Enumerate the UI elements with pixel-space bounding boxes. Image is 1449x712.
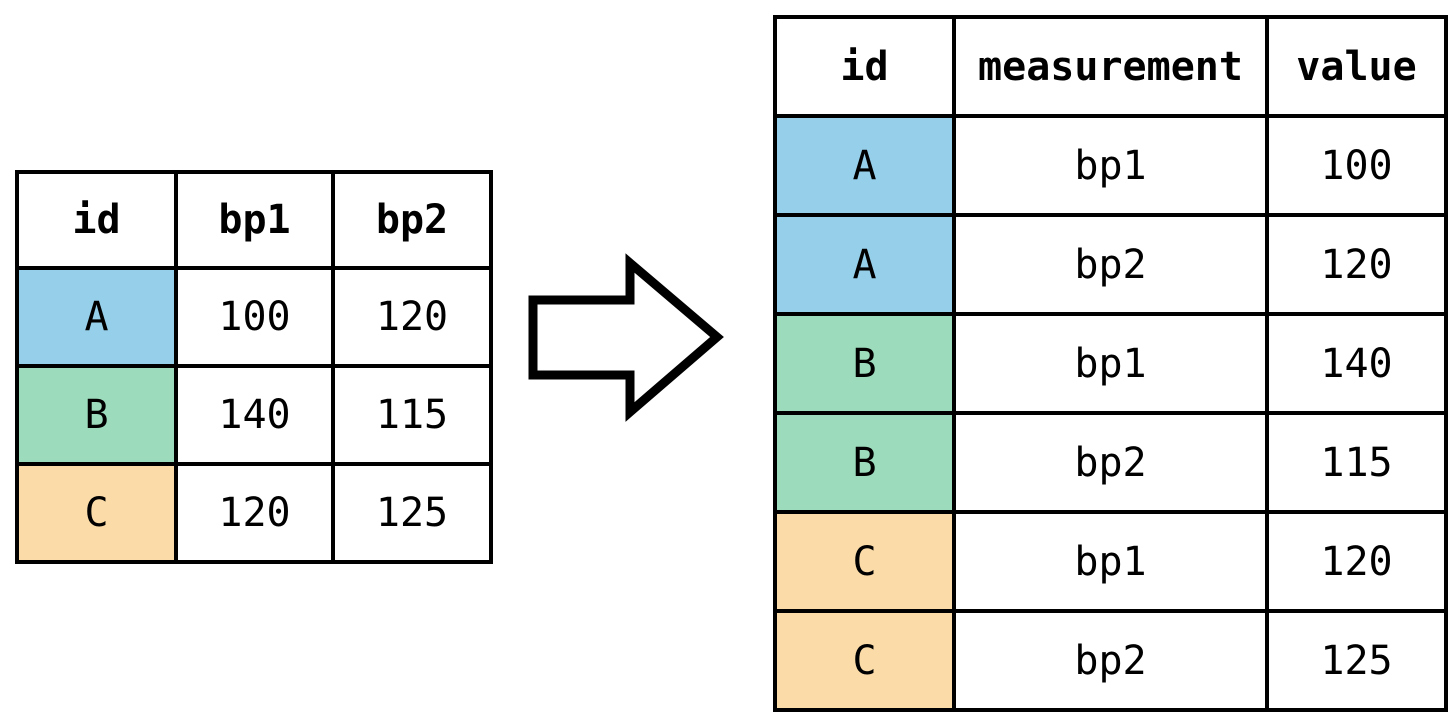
wide-cell-bp1-c: 120: [174, 462, 335, 564]
long-cell-measurement-row5: bp1: [952, 510, 1269, 613]
long-header-value: value: [1265, 15, 1448, 118]
long-cell-measurement-row4: bp2: [952, 411, 1269, 514]
wide-cell-bp2-b: 115: [331, 364, 493, 466]
arrow-shape: [528, 253, 724, 422]
wide-cell-id-b: B: [15, 364, 178, 466]
long-cell-id-row5: C: [773, 510, 956, 613]
long-header-id: id: [773, 15, 956, 118]
long-cell-measurement-row3: bp1: [952, 312, 1269, 415]
long-cell-id-row6: C: [773, 609, 956, 712]
table-row: C bp1 120: [773, 510, 1448, 613]
table-header-row: id bp1 bp2: [15, 170, 493, 270]
table-row: B bp2 115: [773, 411, 1448, 514]
table-row: C 120 125: [15, 462, 493, 564]
table-row: A 100 120: [15, 266, 493, 368]
long-header-measurement: measurement: [952, 15, 1269, 118]
long-cell-value-row1: 100: [1265, 114, 1448, 217]
wide-cell-bp2-a: 120: [331, 266, 493, 368]
long-cell-id-row2: A: [773, 213, 956, 316]
long-cell-id-row4: B: [773, 411, 956, 514]
wide-cell-id-c: C: [15, 462, 178, 564]
table-row: A bp1 100: [773, 114, 1448, 217]
table-row: B 140 115: [15, 364, 493, 466]
long-cell-id-row3: B: [773, 312, 956, 415]
long-format-table: id measurement value A bp1 100 A bp2 120…: [773, 15, 1448, 712]
long-table-header: id measurement value: [773, 15, 1448, 118]
wide-format-table: id bp1 bp2 A 100 120 B 140 115 C 120 125: [15, 170, 493, 564]
table-row: B bp1 140: [773, 312, 1448, 415]
long-cell-value-row3: 140: [1265, 312, 1448, 415]
long-cell-measurement-row1: bp1: [952, 114, 1269, 217]
wide-cell-bp1-b: 140: [174, 364, 335, 466]
wide-cell-bp1-a: 100: [174, 266, 335, 368]
long-cell-id-row1: A: [773, 114, 956, 217]
long-cell-measurement-row6: bp2: [952, 609, 1269, 712]
table-row: A bp2 120: [773, 213, 1448, 316]
wide-header-id: id: [15, 170, 178, 270]
long-cell-value-row5: 120: [1265, 510, 1448, 613]
long-cell-value-row2: 120: [1265, 213, 1448, 316]
table-header-row: id measurement value: [773, 15, 1448, 118]
wide-header-bp1: bp1: [174, 170, 335, 270]
long-cell-value-row6: 125: [1265, 609, 1448, 712]
long-table-body: A bp1 100 A bp2 120 B bp1 140 B bp2 115 …: [773, 114, 1448, 712]
table-row: C bp2 125: [773, 609, 1448, 712]
wide-cell-id-a: A: [15, 266, 178, 368]
wide-table-header: id bp1 bp2: [15, 170, 493, 270]
long-cell-measurement-row2: bp2: [952, 213, 1269, 316]
diagram-canvas: id bp1 bp2 A 100 120 B 140 115 C 120 125: [15, 15, 1448, 712]
right-block-arrow-icon: [525, 253, 725, 422]
long-cell-value-row4: 115: [1265, 411, 1448, 514]
wide-cell-bp2-c: 125: [331, 462, 493, 564]
wide-header-bp2: bp2: [331, 170, 493, 270]
wide-table-body: A 100 120 B 140 115 C 120 125: [15, 266, 493, 564]
